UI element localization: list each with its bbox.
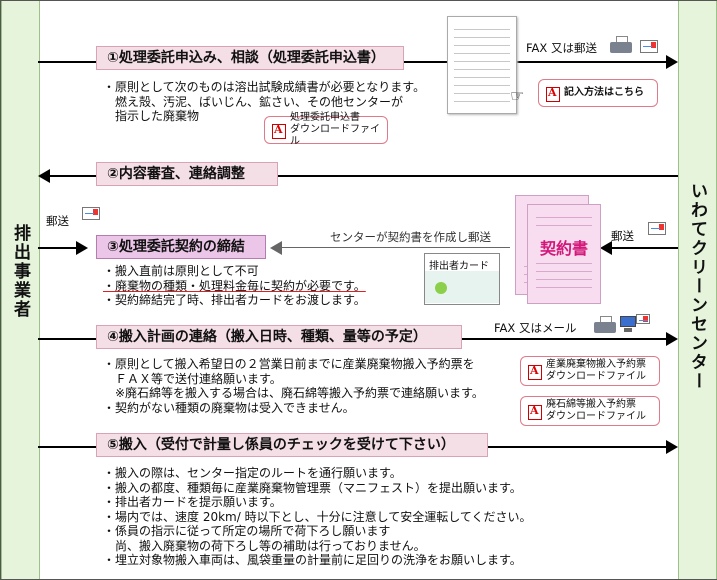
discharger-column: 排出事業者 <box>1 1 40 579</box>
card-logo-icon <box>435 282 447 294</box>
pdf-icon <box>527 403 542 420</box>
contract-document-front: 契約書 <box>527 204 601 304</box>
download-subtitle: ダウンロードファイル <box>290 124 380 147</box>
step1-send-label: FAX 又は郵送 <box>526 41 597 55</box>
step1-note-line: ・原則として次のものは溶出試験成績書が必要となります。 <box>103 80 426 94</box>
step5-note-line: ・排出者カードを提示願います。 <box>103 495 282 509</box>
step1-title: ①処理委託申込み、相談（処理委託申込書） <box>96 46 404 70</box>
mail-envelope-icon <box>640 40 658 53</box>
step2-title: ②内容審査、連絡調整 <box>96 162 278 186</box>
step2-arrow-left <box>38 169 678 183</box>
download-label-group: 処理委託申込書 ダウンロードファイル <box>290 112 381 148</box>
center-column: いわてクリーンセンター <box>678 1 717 579</box>
step1-note-line: 燃え殻、汚泥、ばいじん、鉱さい、その他センターが <box>103 94 404 109</box>
step5-note-line: 尚、搬入廃棄物の荷下ろし等の補助は行っておりません。 <box>103 538 426 553</box>
download-title: 処理委託申込書 <box>290 112 360 123</box>
step3-note-line: ・廃棄物の種類・処理料金毎に契約が必要です。 <box>103 278 366 293</box>
waste-reservation-download-button[interactable]: 産業廃棄物搬入予約票 ダウンロードファイル <box>520 356 660 386</box>
asbestos-reservation-download-button[interactable]: 廃石綿等搬入予約票 ダウンロードファイル <box>520 396 660 426</box>
step3-note-line: ・搬入直前は原則として不可 <box>103 264 259 278</box>
download-subtitle: ダウンロードファイル <box>546 371 646 382</box>
step3-note-line: ・契約締結完了時、排出者カードをお渡します。 <box>103 293 366 307</box>
pointing-hand-icon: ☞ <box>510 86 525 105</box>
contract-title: 契約書 <box>528 235 600 259</box>
step3-title[interactable]: ③処理委託契約の締結 <box>96 235 266 259</box>
howto-link-button[interactable]: 記入方法はこちら <box>538 79 658 107</box>
step5-note-line: ・搬入の都度、種類毎に産業廃棄物管理票（マニフェスト）を提出願います。 <box>103 480 522 495</box>
pdf-icon <box>271 122 286 139</box>
mail-envelope-icon <box>82 207 100 220</box>
mail-envelope-icon <box>636 314 650 324</box>
fax-icon <box>594 316 616 334</box>
application-form-download-button[interactable]: 処理委託申込書 ダウンロードファイル <box>264 112 388 147</box>
step5-notes: ・搬入の際は、センター指定のルートを通行願います。 ・搬入の都度、種類毎に産業廃… <box>103 466 532 568</box>
step4-title: ④搬入計画の連絡（搬入日時、種類、量等の予定） <box>96 325 462 349</box>
step5-title: ⑤搬入（受付で計量し係員のチェックを受けて下さい） <box>96 433 488 457</box>
step5-note-line: ・場内では、速度 20km/ 時以下とし、十分に注意して安全運転してください。 <box>103 509 532 524</box>
application-form-image <box>447 16 517 114</box>
mail-envelope-icon <box>648 222 666 235</box>
step3-mail-left-label: 郵送 <box>46 214 69 228</box>
step3-mail-right-label: 郵送 <box>611 229 634 243</box>
step3-notes: ・搬入直前は原則として不可 ・廃棄物の種類・処理料金毎に契約が必要です。 ・契約… <box>103 264 366 308</box>
download-title: 産業廃棄物搬入予約票 <box>546 359 646 370</box>
discharger-label: 排出事業者 <box>10 223 30 319</box>
step3-arrow-left-short <box>600 241 678 255</box>
step1-notes: ・原則として次のものは溶出試験成績書が必要となります。 燃え殻、汚泥、ばいじん、… <box>103 80 425 124</box>
discharger-card-image: 排出者カード <box>424 253 500 305</box>
download-label-group: 産業廃棄物搬入予約票 ダウンロードファイル <box>546 359 646 383</box>
step3-arrow-to-discharger <box>38 241 88 255</box>
center-label: いわてクリーンセンター <box>687 181 707 391</box>
step4-note-line: ・原則として搬入希望日の２営業日前までに産業廃棄物搬入予約票を <box>103 357 475 371</box>
download-title: 廃石綿等搬入予約票 <box>546 399 636 410</box>
step3-center-label: センターが契約書を作成し郵送 <box>330 230 491 244</box>
step5-note-line: ・埋立対象物搬入車両は、風袋重量の計量前に足回りの洗浄をお願いします。 <box>103 553 522 567</box>
step1-note-line: 指示した廃棄物 <box>103 109 200 123</box>
step4-note-line: ※廃石綿等を搬入する場合は、廃石綿等搬入予約票で連絡願います。 <box>103 386 484 400</box>
howto-label: 記入方法はこちら <box>564 87 644 98</box>
step3-arrow-from-center <box>270 241 510 255</box>
step4-note-line: ＦＡＸ等で送付連絡願います。 <box>103 371 282 386</box>
step5-note-line: ・係員の指示に従って所定の場所で荷下ろし願います <box>103 524 391 538</box>
discharger-card-label: 排出者カード <box>429 261 489 272</box>
pdf-icon <box>545 85 560 102</box>
step4-notes: ・原則として搬入希望日の２営業日前までに産業廃棄物搬入予約票を ＦＡＸ等で送付連… <box>103 357 484 415</box>
download-label-group: 廃石綿等搬入予約票 ダウンロードファイル <box>546 399 646 423</box>
step4-send-label: FAX 又はメール <box>494 321 577 335</box>
step5-note-line: ・搬入の際は、センター指定のルートを通行願います。 <box>103 466 402 480</box>
step4-note-line: ・契約がない種類の廃棄物は受入できません。 <box>103 400 355 415</box>
pc-mail-icon <box>620 316 636 332</box>
fax-icon <box>610 36 632 54</box>
pdf-icon <box>527 363 542 380</box>
download-subtitle: ダウンロードファイル <box>546 411 646 422</box>
